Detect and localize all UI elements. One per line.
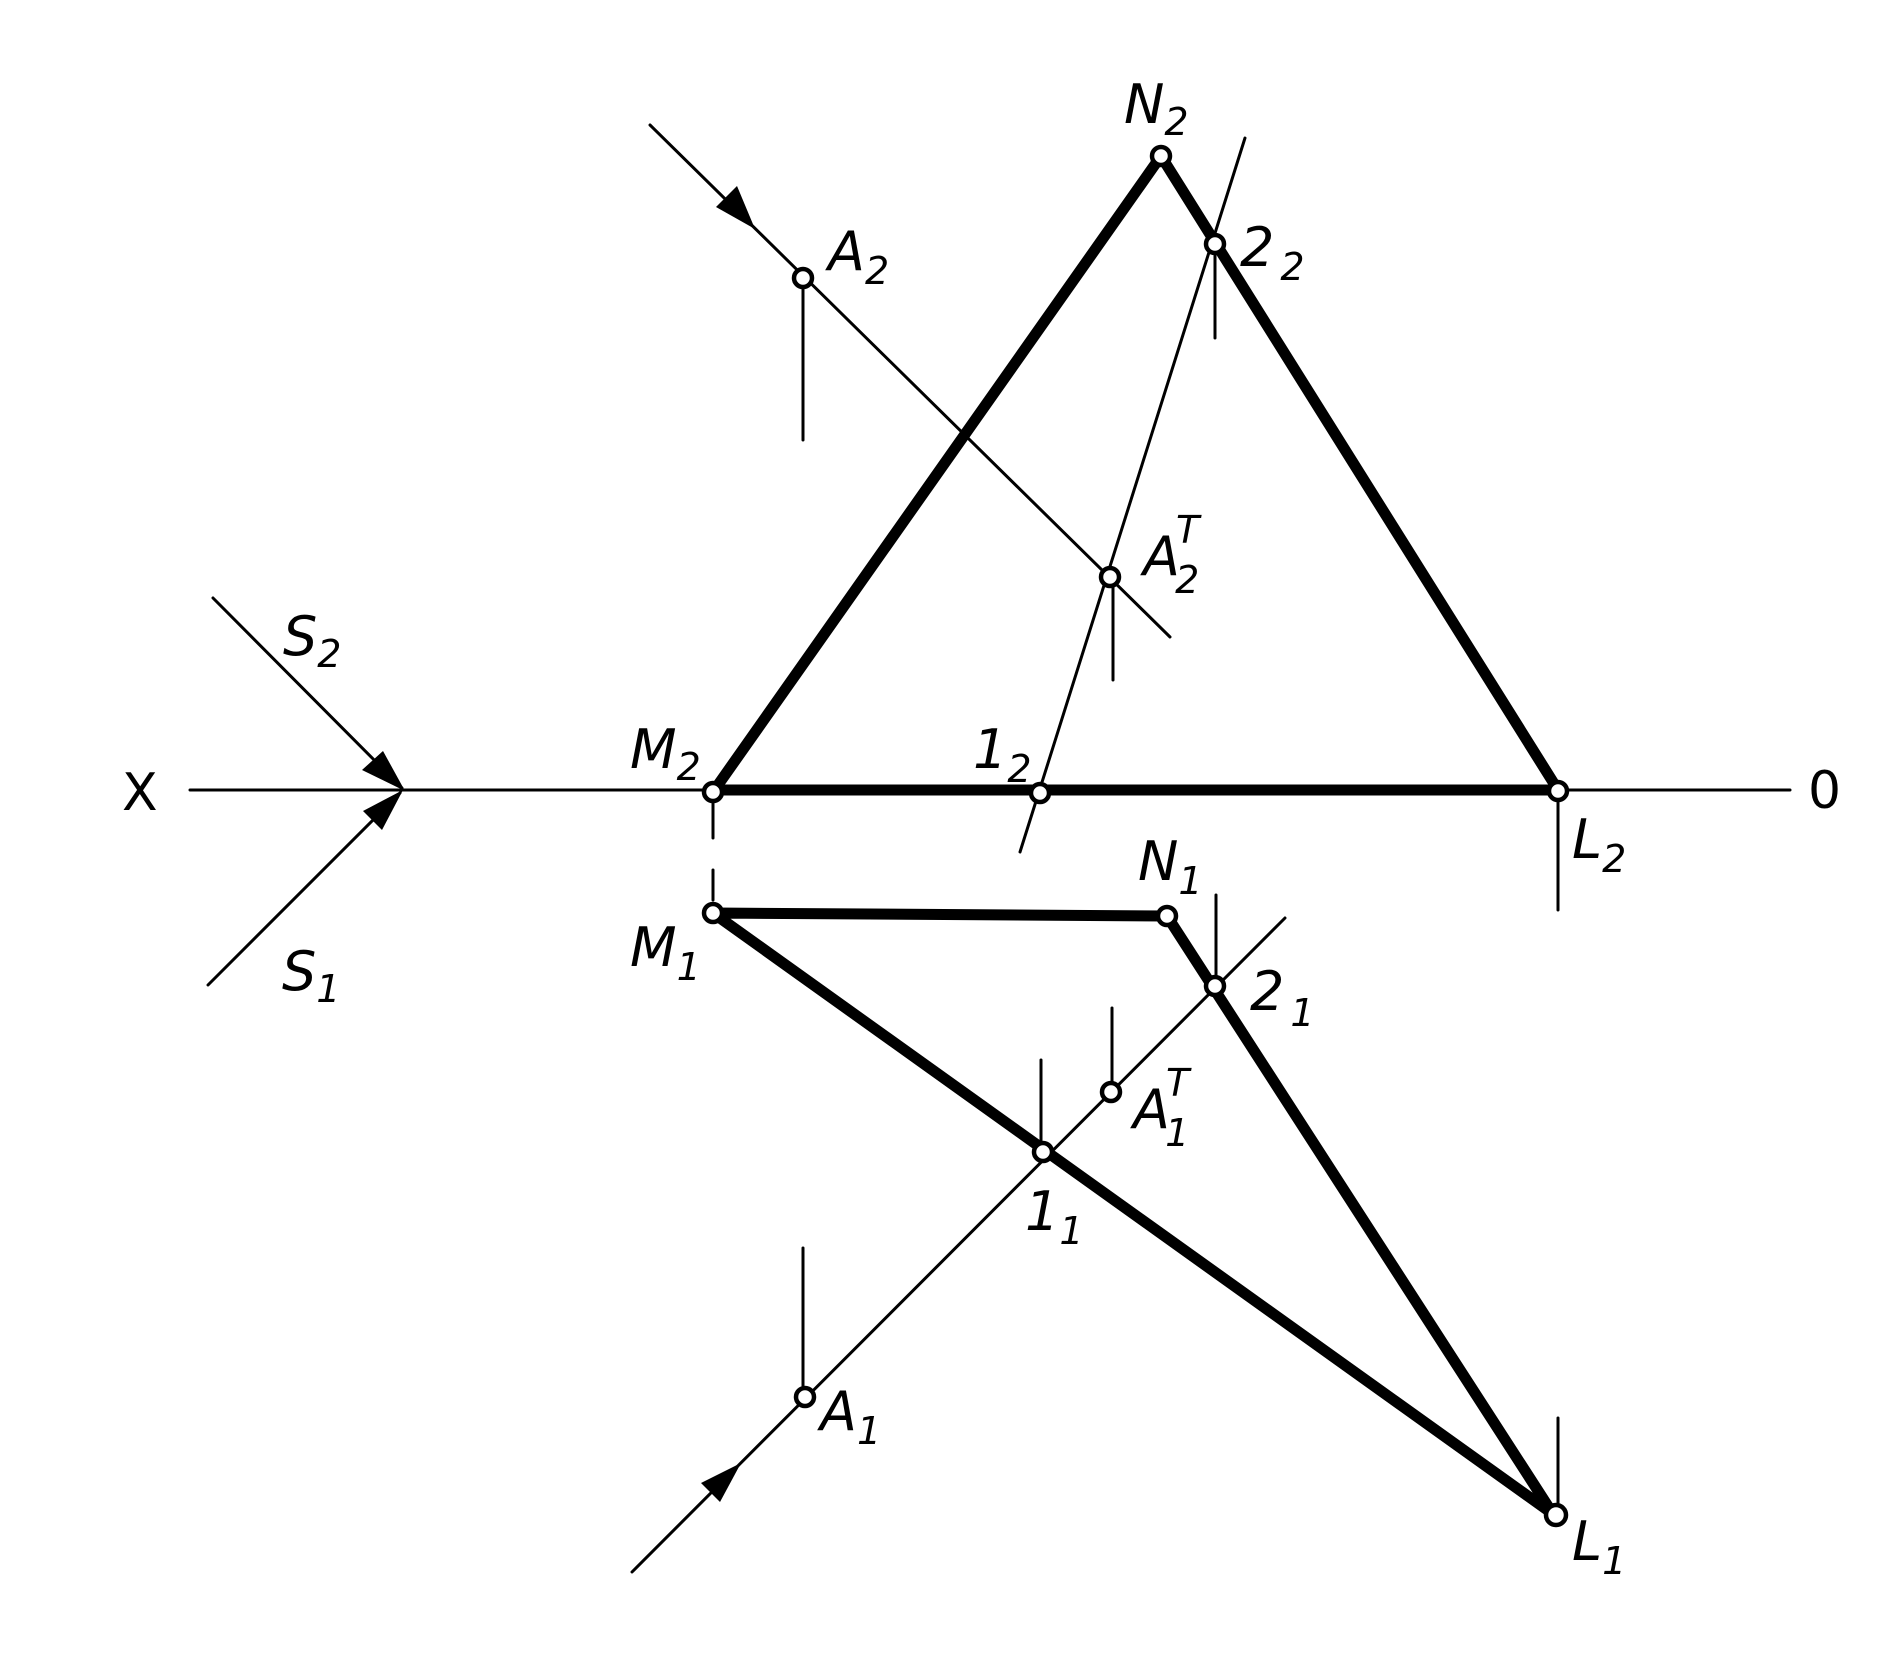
label-11: 11: [1025, 1180, 1084, 1253]
label-l2: L2: [1572, 808, 1626, 881]
point-11: [1031, 1140, 1055, 1164]
direction-line-s2: [211, 596, 404, 790]
point-a2: [791, 266, 815, 290]
point-12: [1028, 781, 1052, 805]
triangle-front-projection: [707, 150, 1564, 798]
label-n1: N1: [1138, 830, 1203, 903]
arrowhead-s1: [363, 790, 403, 830]
point-21: [1203, 974, 1227, 998]
point-at2: [1098, 565, 1122, 589]
label-m1: M1: [630, 916, 701, 989]
point-n1: [1155, 904, 1179, 928]
label-l1: L1: [1572, 1510, 1626, 1583]
point-at1: [1099, 1080, 1123, 1104]
triangle-top-projection: [707, 907, 1559, 1520]
label-n2: N2: [1124, 73, 1189, 144]
point-n2: [1149, 144, 1173, 168]
label-a1: A1: [817, 1380, 881, 1453]
direction-line-s1: [206, 791, 402, 987]
arrowhead-a1-line: [701, 1463, 741, 1502]
arrowhead-s2: [362, 751, 405, 791]
point-l2: [1546, 779, 1570, 803]
point-m1: [701, 901, 725, 925]
axis-label-x: X: [122, 763, 158, 823]
label-12: 12: [973, 718, 1032, 791]
label-m2: M2: [630, 718, 701, 789]
label-a2: A2: [825, 220, 889, 293]
axis-label-0: 0: [1808, 761, 1841, 821]
point-a1: [793, 1385, 817, 1409]
line-a1-projection: [630, 916, 1287, 1574]
point-22: [1203, 232, 1227, 256]
label-s2: S2: [283, 605, 341, 676]
point-m2: [701, 780, 725, 804]
arrowhead-a2-line: [716, 186, 755, 229]
auxiliary-line-1-2: [1018, 136, 1247, 854]
label-s1: S1: [282, 940, 340, 1011]
point-l1: [1543, 1502, 1569, 1528]
